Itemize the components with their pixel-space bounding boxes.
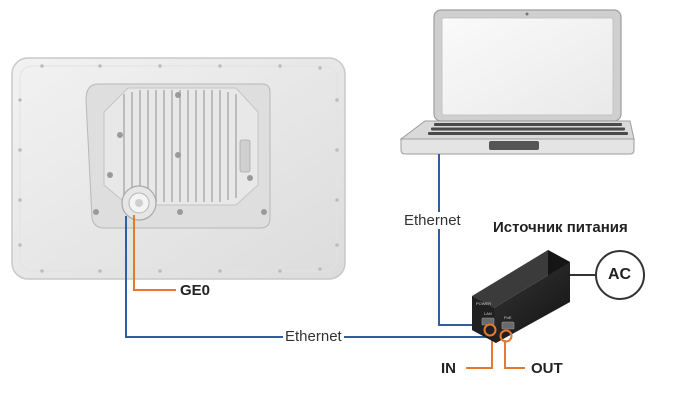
ethernet-label-vertical: Ethernet: [402, 212, 463, 229]
ac-label: AC: [608, 266, 632, 283]
port-label-poe: PoE: [504, 315, 512, 320]
poe-adapter-icon: POWER LAN PoE: [472, 250, 570, 343]
in-port-marker: [483, 323, 497, 337]
port-label-power: POWER: [476, 301, 491, 306]
ethernet-label-bottom: Ethernet: [283, 328, 344, 345]
ethernet-cable-laptop: [438, 154, 481, 326]
in-label: IN: [441, 360, 456, 377]
power-supply-label: Источник питания: [493, 219, 628, 236]
port-label-lan: LAN: [484, 311, 492, 316]
power-cable-out: [504, 340, 525, 369]
out-label: OUT: [531, 360, 563, 377]
out-port-marker: [499, 329, 513, 343]
power-cable-in: [466, 338, 493, 369]
outdoor-antenna-icon: [11, 57, 346, 280]
power-cable-ge0: [133, 215, 176, 291]
ge0-label: GE0: [180, 282, 211, 299]
laptop-icon: [399, 9, 635, 155]
ac-circle: [595, 250, 645, 300]
